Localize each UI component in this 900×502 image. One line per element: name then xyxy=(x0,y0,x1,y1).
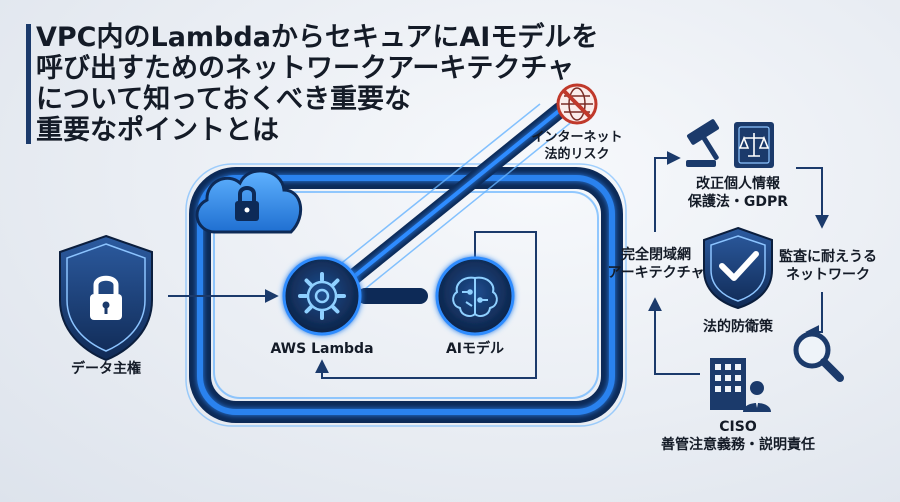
ai-model-label: AIモデル xyxy=(445,341,505,357)
lambda-node xyxy=(282,256,362,336)
return-arrow xyxy=(315,231,537,379)
closed-network-line-2: アーキテクチャ xyxy=(607,265,705,281)
internet-risk-line-1: インターネット xyxy=(531,130,623,145)
ai-model-node xyxy=(435,256,515,336)
audit-network-line-1: 監査に耐えうる xyxy=(779,249,877,265)
title-block: VPC内のLambdaからセキュアにAIモデルを 呼び出すためのネットワークアー… xyxy=(26,22,599,146)
audit-network-label: 監査に耐えうる ネットワーク xyxy=(772,248,884,284)
internet-risk-line-2: 法的リスク xyxy=(544,147,610,162)
title-line-4: 重要なポイントとは xyxy=(36,115,279,146)
closed-network-line-1: 完全閉域網 xyxy=(621,247,691,263)
governance-cycle xyxy=(648,151,829,375)
closed-network-label: 完全閉域網 アーキテクチャ xyxy=(604,246,708,282)
data-sovereignty-label: データ主権 xyxy=(71,361,141,377)
audit-network-line-2: ネットワーク xyxy=(786,267,870,283)
brain-icon xyxy=(452,276,498,317)
legal-defense-label: 法的防衛策 xyxy=(703,319,773,335)
law-label: 改正個人情報 保護法・GDPR xyxy=(680,175,796,211)
title-line-2: 呼び出すためのネットワークアーキテクチャ xyxy=(36,53,575,84)
title-line-1: VPC内のLambdaからセキュアにAIモデルを xyxy=(36,22,599,53)
building-person-icon xyxy=(710,358,771,412)
ciso-line-2: 善管注意義務・説明責任 xyxy=(661,437,815,453)
title-accent-bar xyxy=(26,24,31,144)
law-line-1: 改正個人情報 xyxy=(696,176,780,192)
cloud-lock-icon xyxy=(195,169,303,234)
check-shield-icon xyxy=(703,226,773,310)
aws-lambda-label: AWS Lambda xyxy=(270,341,374,357)
lock-shield-icon xyxy=(59,234,153,362)
gavel-icon xyxy=(686,119,719,167)
ciso-line-1: CISO xyxy=(719,419,757,435)
ciso-label: CISO 善管注意義務・説明責任 xyxy=(660,418,816,454)
magnifier-icon xyxy=(793,331,844,382)
law-book-icon xyxy=(734,122,774,168)
title-line-3: について知っておくべき重要な xyxy=(36,84,412,115)
gear-icon xyxy=(298,272,346,320)
globe-prohibited-icon xyxy=(556,83,598,125)
internet-risk-label: インターネット 法的リスク xyxy=(524,129,630,163)
law-line-2: 保護法・GDPR xyxy=(687,194,789,210)
